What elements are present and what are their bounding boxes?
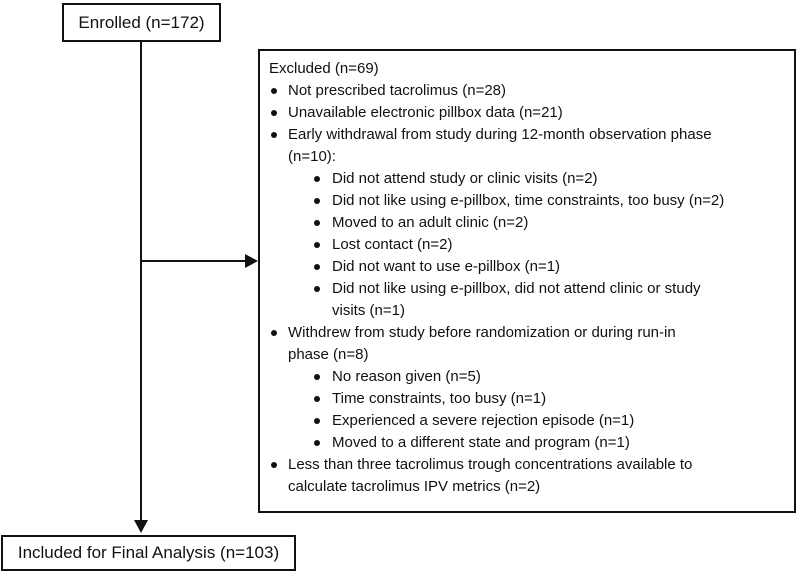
enrolled-label: Enrolled (n=172) <box>78 12 205 32</box>
bullet-icon <box>314 264 320 270</box>
excluded-box: Excluded (n=69) Not prescribed tacrolimu… <box>258 49 796 513</box>
excluded-item-text: Unavailable electronic pillbox data (n=2… <box>288 104 563 121</box>
excluded-item: Moved to an adult clinic (n=2) <box>268 212 786 234</box>
excluded-item-text: Moved to a different state and program (… <box>332 434 630 451</box>
flow-line-vertical <box>140 42 142 520</box>
excluded-item-text: Did not want to use e-pillbox (n=1) <box>332 258 561 275</box>
excluded-item: Time constraints, too busy (n=1) <box>268 388 786 410</box>
bullet-icon <box>314 220 320 226</box>
bullet-icon <box>271 88 277 94</box>
bullet-icon <box>314 440 320 446</box>
bullet-icon <box>314 286 320 292</box>
excluded-item-text: Withdrew from study before randomization… <box>288 324 676 363</box>
excluded-item-text: Did not attend study or clinic visits (n… <box>332 170 598 187</box>
bullet-icon <box>314 374 320 380</box>
excluded-item: Did not like using e-pillbox, did not at… <box>268 278 786 322</box>
enrolled-box: Enrolled (n=172) <box>62 3 221 42</box>
excluded-item-text: Moved to an adult clinic (n=2) <box>332 214 529 231</box>
excluded-item-text: Did not like using e-pillbox, time const… <box>332 192 725 209</box>
excluded-item-text: Time constraints, too busy (n=1) <box>332 390 547 407</box>
arrowhead-down-icon <box>134 520 148 533</box>
bullet-icon <box>271 462 277 468</box>
bullet-icon <box>271 110 277 116</box>
excluded-item: No reason given (n=5) <box>268 366 786 388</box>
bullet-icon <box>271 330 277 336</box>
excluded-item: Lost contact (n=2) <box>268 234 786 256</box>
excluded-list: Not prescribed tacrolimus (n=28) Unavaila… <box>268 80 786 498</box>
bullet-icon <box>271 132 277 138</box>
flow-line-horizontal <box>141 260 245 262</box>
excluded-item-text: Early withdrawal from study during 12-mo… <box>288 126 712 165</box>
excluded-item-text: Lost contact (n=2) <box>332 236 453 253</box>
excluded-item: Withdrew from study before randomization… <box>268 322 786 366</box>
excluded-item-text: Experienced a severe rejection episode (… <box>332 412 635 429</box>
bullet-icon <box>314 198 320 204</box>
excluded-item: Did not attend study or clinic visits (n… <box>268 168 786 190</box>
excluded-item-text: Did not like using e-pillbox, did not at… <box>332 280 701 319</box>
bullet-icon <box>314 396 320 402</box>
excluded-item: Moved to a different state and program (… <box>268 432 786 454</box>
excluded-item: Unavailable electronic pillbox data (n=2… <box>268 102 786 124</box>
included-box: Included for Final Analysis (n=103) <box>1 535 296 571</box>
bullet-icon <box>314 242 320 248</box>
excluded-item-text: Not prescribed tacrolimus (n=28) <box>288 82 507 99</box>
excluded-item: Experienced a severe rejection episode (… <box>268 410 786 432</box>
excluded-item: Less than three tacrolimus trough concen… <box>268 454 786 498</box>
excluded-item: Did not want to use e-pillbox (n=1) <box>268 256 786 278</box>
excluded-item: Did not like using e-pillbox, time const… <box>268 190 786 212</box>
included-label: Included for Final Analysis (n=103) <box>17 543 280 562</box>
excluded-item-text: No reason given (n=5) <box>332 368 481 385</box>
excluded-item: Early withdrawal from study during 12-mo… <box>268 124 786 168</box>
excluded-item-text: Less than three tacrolimus trough concen… <box>288 456 693 495</box>
bullet-icon <box>314 176 320 182</box>
arrowhead-right-icon <box>245 254 258 268</box>
excluded-title: Excluded (n=69) <box>269 60 379 77</box>
bullet-icon <box>314 418 320 424</box>
excluded-item: Not prescribed tacrolimus (n=28) <box>268 80 786 102</box>
